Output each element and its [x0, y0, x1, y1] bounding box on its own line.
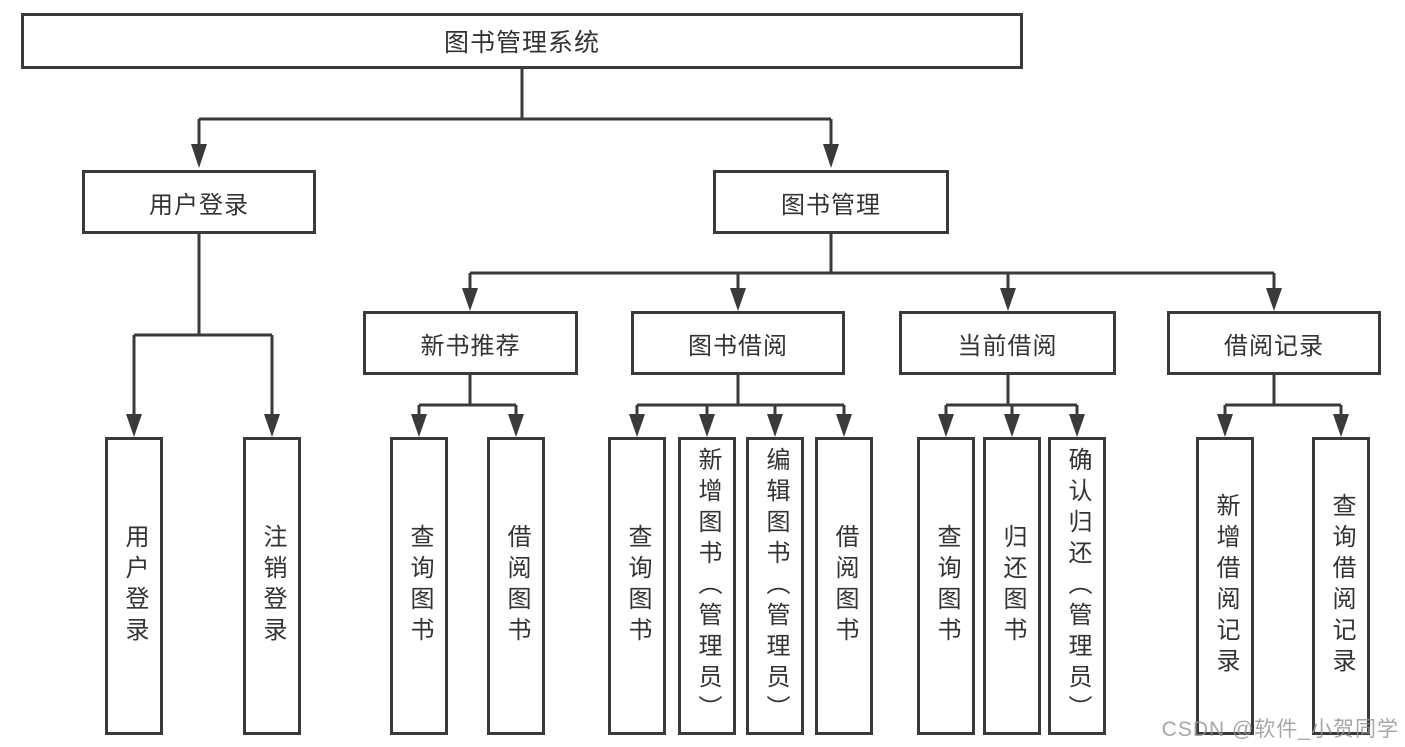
node-current-borrow: 当前借阅: [899, 311, 1116, 375]
node-label: 查询图书: [624, 524, 651, 648]
connector-new-book-recommend: [411, 375, 524, 437]
leaf-query-borrow-record: 查询借阅记录: [1312, 437, 1370, 735]
node-label: 借阅记录: [1224, 332, 1324, 360]
connector-book-borrow: [629, 375, 852, 437]
node-book-management: 图书管理: [713, 170, 949, 234]
leaf-user-login: 用户登录: [105, 437, 163, 735]
connector-root: [191, 69, 839, 168]
node-label: 新增借阅记录: [1212, 493, 1239, 679]
connector-borrow-records: [1217, 375, 1349, 437]
leaf-query-books-borrow: 查询图书: [608, 437, 666, 735]
node-label: 编辑图书（管理员）: [762, 446, 789, 726]
node-borrow-records: 借阅记录: [1167, 311, 1381, 375]
leaf-add-borrow-record: 新增借阅记录: [1196, 437, 1254, 735]
node-label: 当前借阅: [957, 332, 1058, 360]
node-root: 图书管理系统: [21, 13, 1023, 69]
node-label: 用户登录: [121, 524, 148, 648]
connector-book-management: [462, 234, 1282, 311]
node-new-book-recommend: 新书推荐: [363, 311, 578, 375]
connector-user-login: [126, 234, 280, 437]
node-label: 借阅图书: [503, 524, 530, 648]
node-label: 图书借阅: [688, 332, 788, 360]
node-label: 查询图书: [933, 524, 960, 648]
leaf-query-books-recommend: 查询图书: [390, 437, 448, 735]
csdn-watermark: CSDN @软件_小贺同学: [1161, 718, 1399, 741]
node-label: 查询借阅记录: [1328, 493, 1355, 679]
node-label: 确认归还（管理员）: [1064, 446, 1091, 726]
leaf-borrow-books-recommend: 借阅图书: [487, 437, 545, 735]
leaf-edit-book-admin: 编辑图书（管理员）: [746, 437, 804, 735]
node-label: 图书管理系统: [443, 29, 600, 57]
node-label: 新书推荐: [420, 332, 521, 360]
node-label: 查询图书: [406, 524, 433, 648]
node-label: 注销登录: [259, 524, 286, 648]
node-label: 图书管理: [781, 191, 881, 219]
leaf-query-books-current: 查询图书: [917, 437, 975, 735]
node-label: 用户登录: [149, 191, 249, 219]
node-label: 归还图书: [999, 524, 1026, 648]
node-book-borrow: 图书借阅: [631, 311, 845, 375]
leaf-add-book-admin: 新增图书（管理员）: [678, 437, 736, 735]
node-user-login: 用户登录: [82, 170, 316, 234]
leaf-logout: 注销登录: [243, 437, 301, 735]
node-label: 借阅图书: [831, 524, 858, 648]
leaf-borrow-books: 借阅图书: [815, 437, 873, 735]
node-label: 新增图书（管理员）: [694, 446, 721, 726]
leaf-return-book: 归还图书: [983, 437, 1041, 735]
leaf-confirm-return-admin: 确认归还（管理员）: [1048, 437, 1106, 735]
connector-current-borrow: [938, 375, 1085, 437]
